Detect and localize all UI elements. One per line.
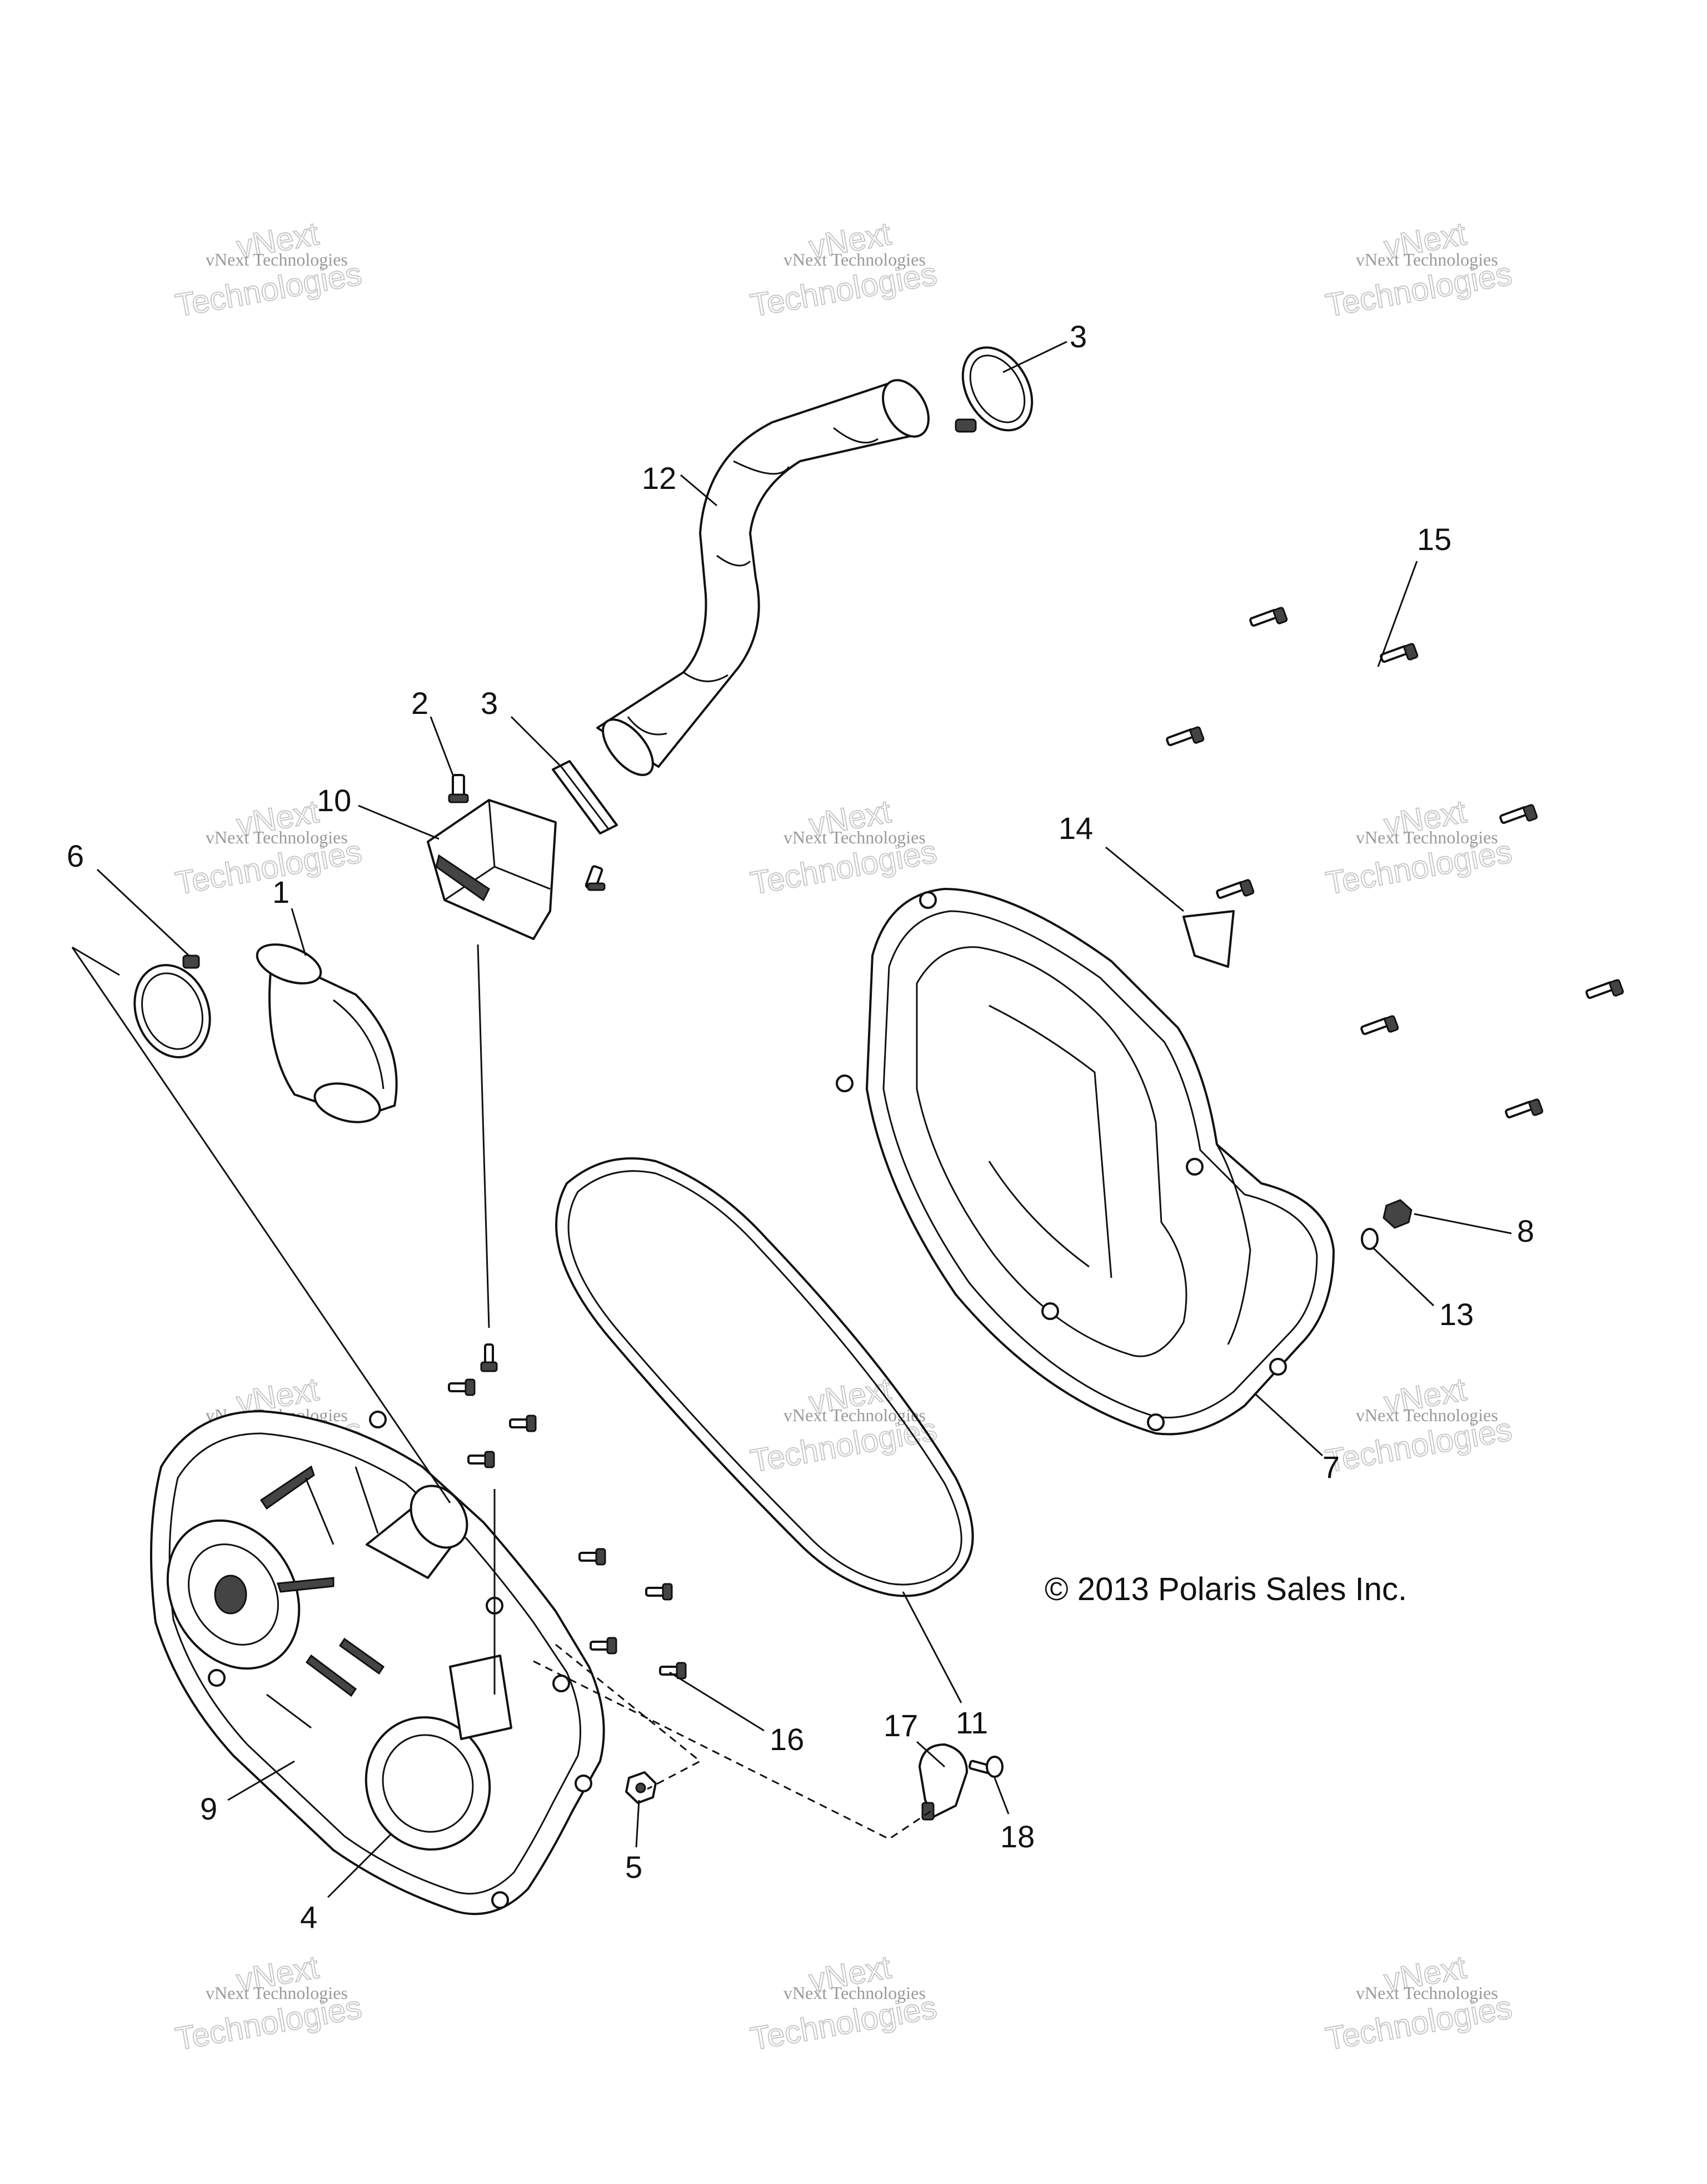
watermark-2: Technologies vNext vNext Technologies	[747, 215, 940, 324]
screw-16-a	[480, 1343, 498, 1372]
screw-15-g	[1360, 1015, 1399, 1036]
watermark-small-text: vNext Technologies	[1356, 1983, 1498, 2003]
screw-15-a	[1249, 607, 1288, 627]
callout-8: 8	[1517, 1213, 1534, 1248]
part-16-screws	[448, 1343, 687, 1680]
part-12-intake-duct	[596, 379, 930, 776]
screw-16-h	[659, 1662, 687, 1680]
callout-18: 18	[1000, 1819, 1035, 1854]
callout-6: 6	[67, 838, 84, 873]
part-3-clamp-lower	[552, 760, 618, 834]
callout-15: 15	[1417, 522, 1451, 557]
callout-14: 14	[1059, 811, 1093, 846]
part-9-outer-clutch-cover	[150, 1410, 605, 1915]
watermark-small-text: vNext Technologies	[1356, 827, 1498, 847]
watermark-small-text: vNext Technologies	[783, 827, 926, 847]
screw-16-g	[590, 1637, 617, 1655]
screw-15-f	[1585, 979, 1624, 999]
callout-3-lower: 3	[481, 686, 498, 721]
part-6-clamp	[133, 954, 211, 1058]
watermark-small-text: vNext Technologies	[206, 249, 348, 269]
watermark-small-text: vNext Technologies	[1356, 1405, 1498, 1425]
watermark-small-text: vNext Technologies	[206, 827, 348, 847]
callout-12: 12	[642, 461, 676, 496]
watermark-small-text: vNext Technologies	[783, 1405, 926, 1425]
screw-16-c	[509, 1415, 537, 1432]
screw-16-f	[645, 1583, 673, 1601]
callout-13: 13	[1439, 1297, 1474, 1332]
callout-2: 2	[411, 686, 428, 721]
part-15-screws	[1166, 607, 1624, 1119]
watermark-12: Technologies vNext vNext Technologies	[1322, 1948, 1515, 2058]
watermark-small-text: vNext Technologies	[783, 1983, 926, 2003]
watermark-3: Technologies vNext vNext Technologies	[1322, 215, 1515, 324]
copyright-notice: © 2013 Polaris Sales Inc.	[1045, 1571, 1407, 1607]
callout-17: 17	[884, 1708, 918, 1743]
part-3-clamp-top	[955, 346, 1034, 433]
part-2-screw	[448, 774, 469, 803]
part-13-o-ring	[1361, 1228, 1379, 1250]
screw-16-e	[578, 1548, 606, 1566]
callout-9: 9	[200, 1791, 217, 1826]
callout-labels: 3 12 15 2 3 10 6 1 14 8 13 7 11 16 5 17 …	[67, 319, 1534, 1935]
leader-lines	[71, 341, 1512, 1898]
callout-11: 11	[956, 1705, 988, 1740]
callout-5: 5	[625, 1850, 642, 1885]
screw-15-c	[1166, 726, 1205, 747]
callout-7: 7	[1322, 1450, 1340, 1485]
screw-16-b	[448, 1378, 476, 1396]
callout-3-top: 3	[1070, 319, 1087, 354]
watermark-small-text: vNext Technologies	[1356, 249, 1498, 269]
watermark-small-text: vNext Technologies	[206, 1983, 348, 2003]
part-14-label	[1182, 910, 1235, 968]
screw-15-e	[1216, 879, 1255, 899]
callout-4: 4	[300, 1900, 317, 1935]
part-10-inlet-adapter	[427, 799, 557, 940]
part-7-inner-clutch-cover	[836, 888, 1335, 1436]
part-11-drive-belt	[555, 1157, 974, 1597]
watermark-6: Technologies vNext vNext Technologies	[1322, 793, 1515, 902]
watermark-1: Technologies vNext vNext Technologies	[172, 215, 365, 324]
part-1-intake-boot	[256, 943, 398, 1123]
callout-16: 16	[770, 1722, 804, 1757]
screw-15-h	[1505, 1098, 1544, 1119]
watermark-small-text: vNext Technologies	[783, 249, 926, 269]
watermark-8: Technologies vNext vNext Technologies	[747, 1371, 940, 1480]
callout-1: 1	[272, 874, 290, 909]
callout-10: 10	[317, 783, 351, 818]
screw-16-d	[467, 1451, 495, 1468]
watermark-5: Technologies vNext vNext Technologies	[747, 793, 940, 902]
part-2-screw-b	[585, 865, 606, 891]
watermark-9: Technologies vNext vNext Technologies	[1322, 1371, 1515, 1480]
screw-15-b	[1380, 643, 1419, 663]
part-8-nut	[1382, 1199, 1412, 1229]
watermark-10: Technologies vNext vNext Technologies	[172, 1948, 365, 2058]
watermark-11: Technologies vNext vNext Technologies	[747, 1948, 940, 2058]
part-17-bracket	[919, 1743, 968, 1821]
part-5-nut	[625, 1771, 657, 1804]
screw-15-d	[1499, 804, 1538, 824]
part-18-screw	[968, 1756, 1004, 1778]
